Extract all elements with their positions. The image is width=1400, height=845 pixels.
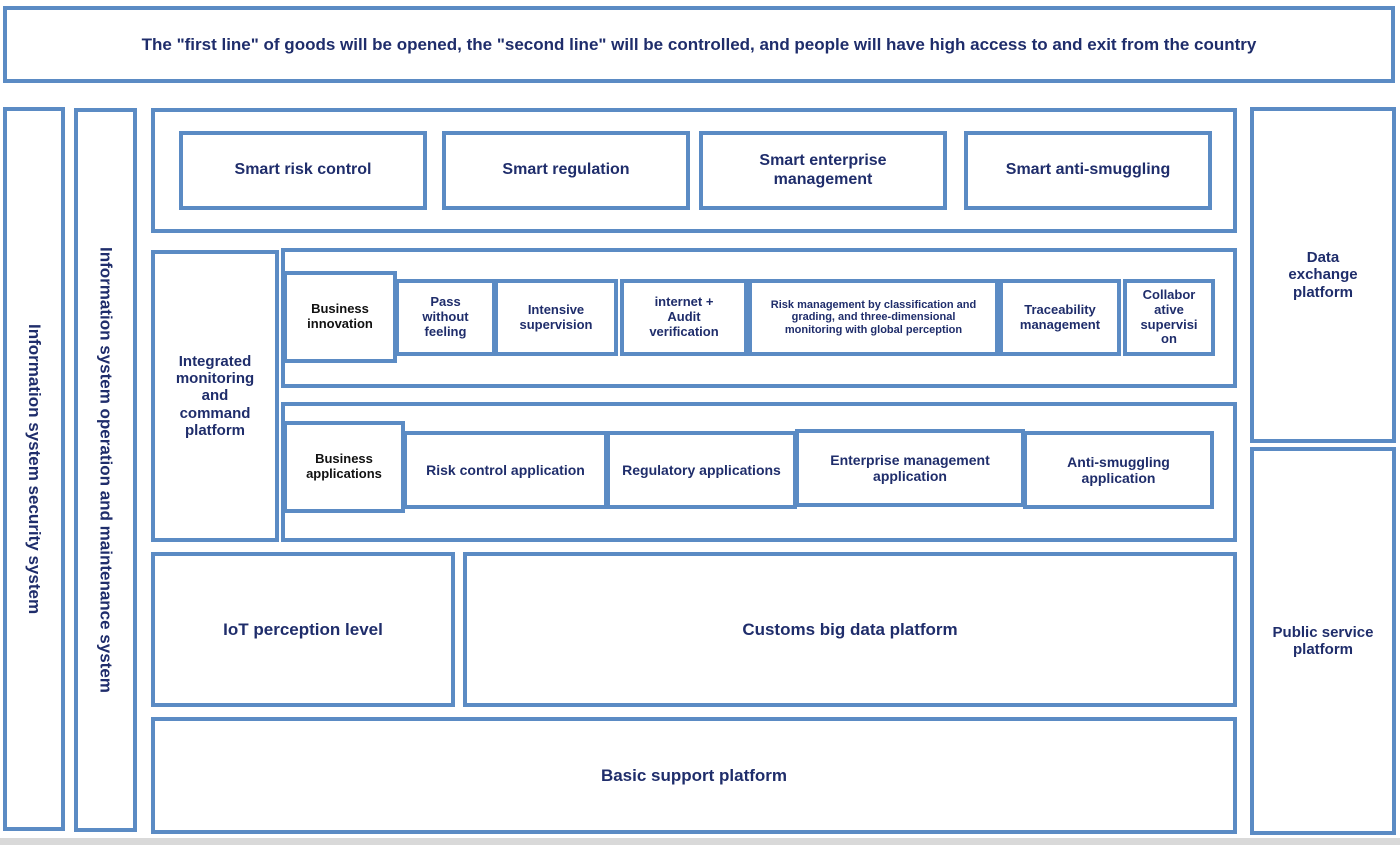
risk-control-application-box: Risk control application [403, 431, 608, 509]
business-innovation-label: Business innovation [307, 301, 373, 331]
enterprise-management-application-box: Enterprise management application [795, 429, 1025, 507]
audit-verification-box: internet + Audit verification [620, 279, 748, 356]
traceability-management-box: Traceability management [999, 279, 1121, 356]
regulatory-applications-label: Regulatory applications [622, 461, 781, 478]
risk-management-classification-label: Risk management by classification and gr… [770, 298, 977, 336]
regulatory-applications-box: Regulatory applications [606, 431, 797, 509]
operation-system-box: Information system operation and mainten… [74, 108, 137, 832]
business-applications-label: Business applications [306, 451, 382, 481]
data-exchange-platform-box: Data exchange platform [1250, 107, 1396, 443]
customs-big-data-platform-box: Customs big data platform [463, 552, 1237, 707]
smart-anti-smuggling-box: Smart anti-smuggling [964, 131, 1212, 210]
operation-system-label: Information system operation and mainten… [96, 247, 116, 693]
collaborative-supervision-box: Collabor ative supervisi on [1123, 279, 1215, 356]
iot-perception-level-box: IoT perception level [151, 552, 455, 707]
smart-anti-smuggling-label: Smart anti-smuggling [1005, 161, 1171, 179]
diagram-title-text: The "first line" of goods will be opened… [141, 34, 1257, 54]
business-innovation-box: Business innovation [283, 271, 397, 363]
smart-enterprise-management-box: Smart enterprise management [699, 131, 947, 210]
smart-regulation-box: Smart regulation [442, 131, 690, 210]
intensive-supervision-label: Intensive supervision [519, 301, 593, 332]
smart-enterprise-management-label: Smart enterprise management [759, 152, 887, 188]
bottom-divider [0, 838, 1400, 845]
anti-smuggling-application-label: Anti-smuggling application [1067, 453, 1170, 486]
enterprise-management-application-label: Enterprise management application [830, 451, 990, 484]
diagram-title: The "first line" of goods will be opened… [3, 6, 1395, 83]
traceability-management-label: Traceability management [1019, 301, 1101, 332]
integrated-platform-box: Integrated monitoring and command platfo… [151, 250, 279, 542]
iot-perception-level-label: IoT perception level [223, 619, 383, 639]
intensive-supervision-box: Intensive supervision [494, 279, 618, 356]
public-service-platform-label: Public service platform [1272, 623, 1374, 658]
security-system-label: Information system security system [24, 323, 44, 615]
anti-smuggling-application-box: Anti-smuggling application [1023, 431, 1214, 509]
pass-without-feeling-box: Pass without feeling [395, 279, 496, 356]
basic-support-platform-box: Basic support platform [151, 717, 1237, 834]
public-service-platform-box: Public service platform [1250, 447, 1396, 835]
basic-support-platform-label: Basic support platform [600, 765, 788, 785]
audit-verification-label: internet + Audit verification [649, 294, 719, 339]
customs-big-data-platform-label: Customs big data platform [742, 619, 958, 639]
smart-regulation-label: Smart regulation [502, 161, 630, 179]
business-applications-box: Business applications [283, 421, 405, 513]
risk-control-application-label: Risk control application [426, 461, 585, 478]
integrated-platform-label: Integrated monitoring and command platfo… [175, 352, 255, 439]
collaborative-supervision-label: Collabor ative supervisi on [1140, 286, 1198, 347]
smart-risk-control-label: Smart risk control [234, 161, 372, 179]
smart-risk-control-box: Smart risk control [179, 131, 427, 210]
security-system-box: Information system security system [3, 107, 65, 831]
pass-without-feeling-label: Pass without feeling [422, 294, 469, 339]
risk-management-classification-box: Risk management by classification and gr… [748, 279, 999, 356]
data-exchange-platform-label: Data exchange platform [1288, 249, 1358, 301]
